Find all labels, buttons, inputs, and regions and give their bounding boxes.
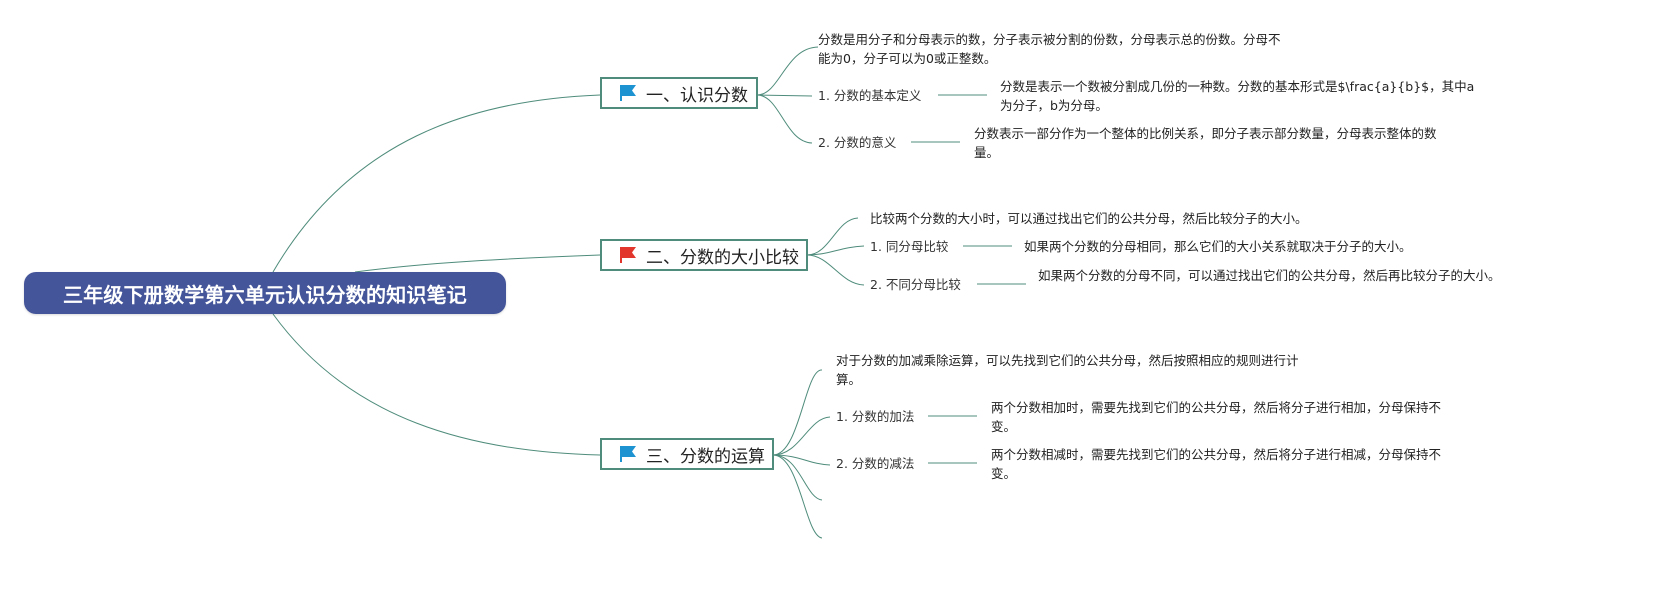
connector-topic-1-item-1 — [756, 94, 813, 97]
topic-compare-fractions[interactable]: 二、分数的大小比较 — [600, 239, 808, 271]
topic-1-intro: 分数是用分子和分母表示的数，分子表示被分割的份数，分母表示总的份数。分母不能为0… — [818, 32, 1281, 66]
flag-icon — [620, 85, 636, 101]
connector-topic-2-intro — [806, 217, 859, 256]
topic-3-item-1-label[interactable]: 1. 分数的加法 — [836, 409, 915, 424]
topic-2-item-1-label[interactable]: 1. 同分母比较 — [870, 239, 949, 254]
connector-topic-1-intro — [756, 46, 819, 96]
topic-2-item-2-text: 如果两个分数的分母不同，可以通过找出它们的公共分母，然后再比较分子的大小。 — [1038, 268, 1501, 283]
topic-2-item-1-text: 如果两个分数的分母相同，那么它们的大小关系就取决于分子的大小。 — [1024, 239, 1412, 254]
topic-fraction-operations[interactable]: 三、分数的运算 — [600, 438, 774, 470]
connector-topic-3-item-1 — [772, 416, 831, 456]
topic-2-item-2-label[interactable]: 2. 不同分母比较 — [870, 277, 961, 292]
flag-icon — [620, 247, 636, 263]
connector-topic-3-intro — [772, 369, 823, 456]
connector-topic-2-item-2 — [806, 254, 865, 286]
connector-topic-3-empty-2 — [772, 454, 823, 539]
topic-title: 二、分数的大小比较 — [646, 247, 799, 268]
topic-1-item-2-text: 分数表示一部分作为一个整体的比例关系，即分子表示部分数量，分母表示整体的数量。 — [974, 126, 1437, 160]
topic-recognize-fractions[interactable]: 一、认识分数 — [600, 77, 758, 109]
topic-1-item-1-text: 分数是表示一个数被分割成几份的一种数。分数的基本形式是$\frac{a}{b}$… — [1000, 79, 1475, 113]
topic-3-item-2-text: 两个分数相减时，需要先找到它们的公共分母，然后将分子进行相减，分母保持不变。 — [991, 447, 1442, 481]
flag-icon — [620, 446, 636, 462]
connector-root-topic-2 — [354, 254, 601, 273]
topic-title: 一、认识分数 — [646, 85, 748, 106]
root-title: 三年级下册数学第六单元认识分数的知识笔记 — [63, 282, 467, 307]
topic-3-intro: 对于分数的加减乘除运算，可以先找到它们的公共分母，然后按照相应的规则进行计算。 — [836, 353, 1299, 387]
topic-3-item-2-label[interactable]: 2. 分数的减法 — [836, 456, 915, 471]
connector-topic-3-empty-1 — [772, 454, 823, 501]
connector-topic-1-item-2 — [756, 94, 813, 144]
topic-1-item-1-label[interactable]: 1. 分数的基本定义 — [818, 88, 922, 103]
connector-root-topic-1 — [272, 94, 601, 273]
root-topic[interactable]: 三年级下册数学第六单元认识分数的知识笔记 — [24, 272, 506, 314]
connector-root-topic-3 — [272, 313, 601, 456]
connector-topic-2-item-1 — [806, 245, 865, 256]
connector-topic-3-item-2 — [772, 454, 831, 466]
topic-1-item-2-label[interactable]: 2. 分数的意义 — [818, 135, 897, 150]
topic-2-intro: 比较两个分数的大小时，可以通过找出它们的公共分母，然后比较分子的大小。 — [870, 211, 1308, 226]
topic-title: 三、分数的运算 — [646, 446, 765, 467]
topic-3-item-1-text: 两个分数相加时，需要先找到它们的公共分母，然后将分子进行相加，分母保持不变。 — [991, 400, 1442, 434]
